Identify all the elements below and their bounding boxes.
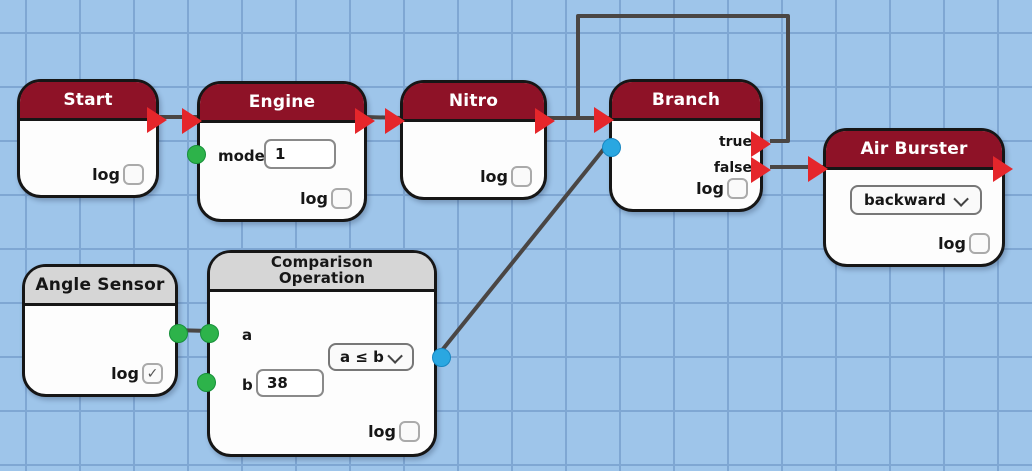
true-output-label: true [718,134,752,150]
a-label: a [242,326,253,344]
node-title-line2: Operation [278,269,366,287]
exec-in-port[interactable] [182,108,202,134]
log-label: log [300,189,328,208]
node-comparison-operation[interactable]: Comparison Operation a a ≤ b b log [197,250,451,457]
b-label: b [242,376,253,394]
log-row: log [368,421,420,442]
mode-field[interactable] [264,139,336,169]
b-field[interactable] [256,369,324,397]
node-air-burster-header[interactable]: Air Burster [826,131,1002,170]
log-label: log [938,234,966,253]
log-checkbox[interactable] [399,421,420,442]
direction-dropdown-value: backward [864,191,946,209]
wire-comparison-branch[interactable] [437,143,609,356]
node-title: Nitro [448,91,499,111]
exec-in-port[interactable] [808,156,828,182]
false-exec-out-port[interactable] [751,157,771,183]
log-label: log [696,179,724,198]
log-label: log [111,364,139,383]
log-label: log [368,422,396,441]
log-row: log [938,233,990,254]
node-engine-header[interactable]: Engine [200,84,364,123]
operator-dropdown-value: a ≤ b [340,348,384,366]
node-start-header[interactable]: Start [20,82,156,121]
node-title: Engine [248,92,316,112]
mode-input-port[interactable] [187,145,206,164]
chevron-down-icon [387,347,403,364]
node-angle-sensor[interactable]: Angle Sensor log ✓ [22,264,188,397]
result-output-port[interactable] [432,348,451,367]
log-checkbox[interactable] [331,188,352,209]
log-checkbox[interactable] [511,166,532,187]
node-start[interactable]: Start log [17,79,167,198]
condition-input-port[interactable] [602,138,621,157]
operator-dropdown[interactable]: a ≤ b [328,343,414,371]
node-title: Air Burster [860,139,968,159]
node-branch[interactable]: Branch true false log [594,79,771,212]
true-exec-out-port[interactable] [751,131,771,157]
log-row: log [92,164,144,185]
log-checkbox[interactable] [123,164,144,185]
value-output-port[interactable] [169,324,188,343]
wire-branch-true-loop[interactable] [576,14,790,143]
a-input-port[interactable] [200,324,219,343]
node-title: Angle Sensor [35,275,165,295]
mode-label: mode [218,147,265,165]
node-title: Start [63,90,113,110]
exec-in-port[interactable] [385,108,405,134]
checkmark-icon: ✓ [146,365,159,382]
direction-dropdown[interactable]: backward [850,185,982,215]
false-output-label: false [713,160,752,176]
exec-out-port[interactable] [535,108,555,134]
log-row: log [300,188,352,209]
exec-out-port[interactable] [993,156,1013,182]
log-row: log [696,178,748,199]
log-checkbox[interactable] [727,178,748,199]
log-row: log ✓ [111,363,163,384]
log-checkbox[interactable] [969,233,990,254]
log-label: log [92,165,120,184]
node-angle-sensor-header[interactable]: Angle Sensor [25,267,175,306]
chevron-down-icon [953,190,969,207]
node-nitro-header[interactable]: Nitro [403,83,544,122]
node-nitro[interactable]: Nitro log [385,80,555,200]
exec-out-port[interactable] [355,108,375,134]
node-title-line1: Comparison [270,253,374,272]
node-title: Branch [651,90,721,110]
node-air-burster[interactable]: Air Burster backward log [808,128,1013,267]
exec-out-port[interactable] [147,107,167,133]
b-input-port[interactable] [197,373,216,392]
log-checkbox-checked[interactable]: ✓ [142,363,163,384]
node-engine[interactable]: Engine mode log [182,81,375,222]
node-branch-header[interactable]: Branch [612,82,760,121]
exec-in-port[interactable] [594,107,614,133]
log-label: log [480,167,508,186]
log-row: log [480,166,532,187]
node-comparison-header[interactable]: Comparison Operation [210,253,434,292]
